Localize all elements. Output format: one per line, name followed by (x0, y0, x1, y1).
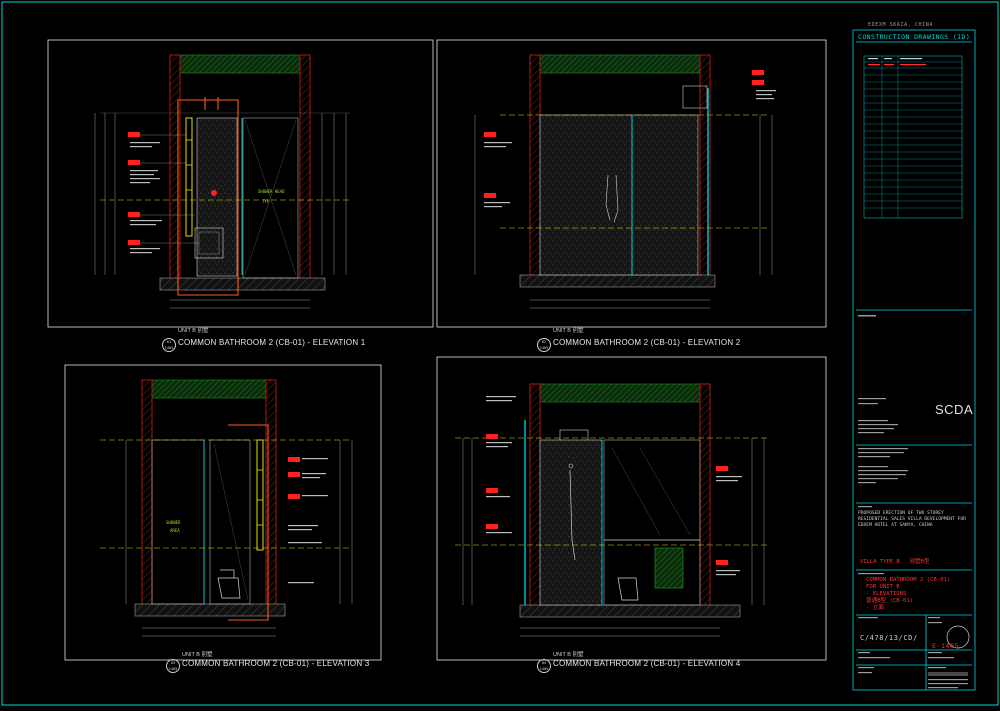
svg-text:SHOWER: SHOWER (166, 520, 181, 525)
title-block-fine-print (858, 58, 968, 689)
view-2-unit-label: UNIT B 別墅 (553, 328, 584, 334)
view-3-elevation-3: SHOWER AREA (64, 364, 382, 661)
view-4-unit-label: UNIT B 別墅 (553, 652, 584, 658)
view-1-elevation-1: SHOWER HEAD TYP. (47, 39, 434, 328)
view-4-number: 04 (541, 661, 547, 665)
sheet-series: CONSTRUCTION DRAWINGS (ID) (858, 33, 971, 41)
view-3-frame (64, 364, 382, 661)
svg-text:SHOWER HEAD: SHOWER HEAD (258, 189, 285, 194)
drawing-number: C/478/13/CD/ (860, 634, 918, 642)
view-3-reference-bubble: 03 1405 (166, 659, 180, 673)
view-1-reference-bubble: 01 1405 (162, 338, 176, 352)
villa-type: VILLA TYPE B 别墅B型 (860, 557, 930, 565)
view-3-title: COMMON BATHROOM 2 (CB-01) - ELEVATION 3 (182, 659, 370, 668)
sheet-number: E-1405 (932, 642, 960, 650)
drawing-title-line-3: - ELEVATIONS (866, 591, 907, 597)
drawing-title-line-1: COMMON BATHROOM 2 (CB-01) (866, 577, 951, 583)
view-2-number: 02 (541, 340, 547, 344)
view-3-number: 03 (170, 661, 176, 665)
view-4-title: COMMON BATHROOM 2 (CB-01) - ELEVATION 4 (553, 659, 741, 668)
view-1-ref: 1405 (164, 346, 174, 350)
villa-type-cn: 别墅B型 (909, 559, 930, 565)
drawing-title-line-5: - 立面 (866, 605, 884, 611)
view-1-number: 01 (166, 340, 172, 344)
view-1-frame (47, 39, 434, 328)
svg-text:AREA: AREA (170, 528, 180, 533)
view-4-ref: 1405 (539, 667, 549, 671)
view-2-elevation-2 (436, 39, 827, 328)
view-2-ref: 1405 (539, 346, 549, 350)
drawing-title-line-4: 普通B型 (CB-01) (866, 598, 914, 604)
view-2-reference-bubble: 02 1405 (537, 338, 551, 352)
company-logo: SCDA (935, 402, 974, 417)
view-4-frame (436, 356, 827, 661)
view-4-elevation-4 (436, 356, 827, 661)
view-3-unit-label: UNIT B 別墅 (182, 652, 213, 658)
view-3-ref: 1405 (168, 667, 178, 671)
villa-type-en: VILLA TYPE B (860, 559, 900, 565)
drawing-title: COMMON BATHROOM 2 (CB-01) FOR UNIT B - E… (866, 577, 950, 612)
title-block (852, 29, 976, 691)
view-2-frame (436, 39, 827, 328)
drawing-title-line-2: FOR UNIT B (866, 584, 900, 590)
view-1-unit-label: UNIT B 別墅 (178, 328, 209, 334)
view-4-reference-bubble: 04 1405 (537, 659, 551, 673)
svg-text:TYP.: TYP. (262, 199, 272, 204)
view-1-title: COMMON BATHROOM 2 (CB-01) - ELEVATION 1 (178, 338, 366, 347)
company-line: EDEXM SKAIA, CHINA (868, 22, 933, 28)
view-2-title: COMMON BATHROOM 2 (CB-01) - ELEVATION 2 (553, 338, 741, 347)
project-description: PROPOSED ERECTION OF TWO STOREY RESIDENT… (858, 511, 966, 528)
